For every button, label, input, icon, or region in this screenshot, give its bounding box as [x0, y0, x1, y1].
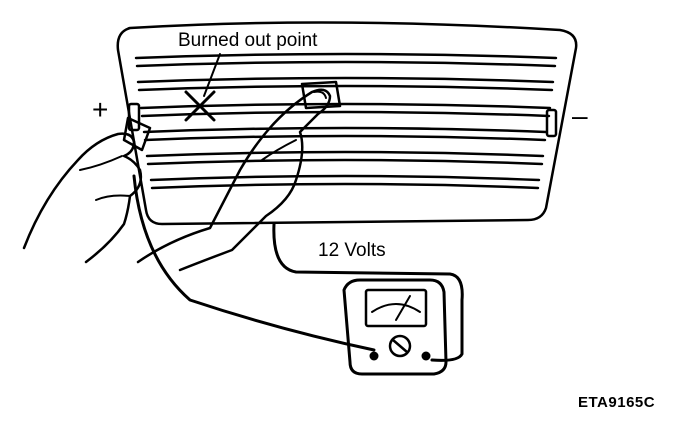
grid-line: [145, 150, 545, 158]
positive-sign-label: +: [92, 94, 109, 125]
voltmeter-scale: [371, 303, 421, 313]
negative-test-lead: [272, 222, 464, 362]
voltmeter: [342, 278, 448, 376]
positive-terminal: [127, 102, 141, 132]
voltmeter-body: [342, 278, 448, 376]
voltage-label: 12 Volts: [318, 240, 386, 261]
pressing-hand-knuckle: [261, 139, 297, 161]
test-probe: [122, 116, 152, 152]
meter-negative-jack: [421, 351, 431, 361]
burned-out-point-x-icon: [184, 90, 216, 122]
grid-line: [136, 76, 555, 84]
grid-line: [139, 102, 552, 110]
pressing-hand-nail: [313, 90, 327, 99]
probe-hand: [22, 132, 143, 264]
burned-out-point-leader: [203, 53, 221, 97]
grid-line: [134, 52, 558, 60]
negative-sign-label: –: [572, 100, 588, 131]
positive-test-lead: [132, 174, 376, 352]
grid-line: [149, 174, 541, 182]
meter-positive-jack: [369, 351, 379, 361]
figure-code: ETA9165C: [578, 394, 656, 411]
negative-terminal: [545, 108, 558, 138]
grid-line: [150, 182, 540, 190]
grid-line: [143, 134, 547, 142]
foil-probe-contact: [300, 80, 342, 110]
grid-line: [142, 126, 548, 134]
voltmeter-display: [364, 288, 428, 328]
meter-adjust-screw-icon: [388, 334, 412, 358]
rear-window-glass: [116, 21, 578, 226]
grid-line: [137, 84, 554, 92]
grid-line: [135, 60, 557, 68]
voltmeter-needle: [395, 295, 411, 321]
probe-hand-finger: [79, 155, 123, 171]
pressing-hand: [136, 88, 332, 272]
burned-out-point-label: Burned out point: [178, 30, 318, 51]
defogger-grid-lines: [134, 52, 558, 190]
grid-line: [146, 158, 544, 166]
probe-hand-finger: [95, 194, 131, 201]
grid-line: [140, 110, 551, 118]
